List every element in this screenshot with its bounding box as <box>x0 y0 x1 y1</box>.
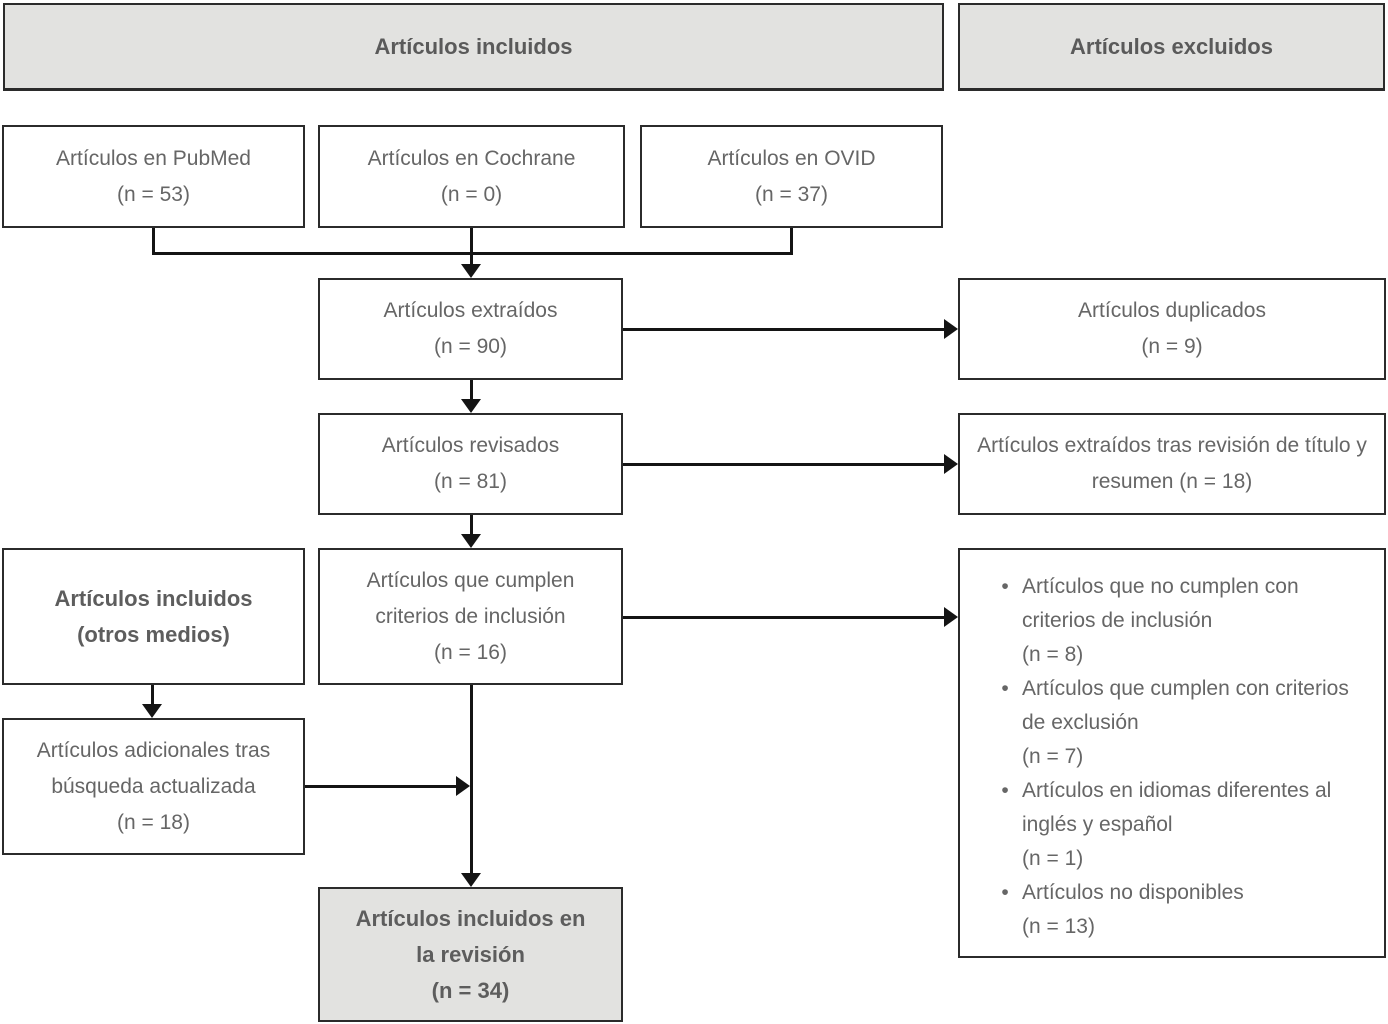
header-articles-excluded: Artículos excluidos <box>958 3 1385 90</box>
box-title-abstract-excluded: Artículos extraídos tras revisión de tít… <box>958 413 1386 515</box>
bullet-icon: • <box>1001 677 1009 700</box>
box-ovid: Artículos en OVID (n = 37) <box>640 125 943 228</box>
box-extracted: Artículos extraídos (n = 90) <box>318 278 623 380</box>
box-extracted-count: (n = 90) <box>434 335 507 358</box>
arrowhead-into-additional <box>142 704 162 718</box>
arrowhead-into-title-excluded <box>944 454 958 474</box>
connector-inclusion-reasons <box>623 616 946 619</box>
reason-text: Artículos no disponibles <box>1022 881 1244 904</box>
connector-ovid-down <box>790 228 793 255</box>
box-pubmed-title: Artículos en PubMed <box>56 146 251 170</box>
box-meet-inclusion-line2: criterios de inclusión <box>375 604 566 628</box>
bullet-icon: • <box>1001 575 1009 598</box>
reason-count: (n = 7) <box>1022 745 1084 768</box>
header-included-label: Artículos incluidos <box>374 33 573 59</box>
arrowhead-into-duplicates <box>944 319 958 339</box>
box-final-line2: la revisión <box>416 941 525 967</box>
connector-reviewed-inclusion <box>470 515 473 535</box>
bullet-icon: • <box>1001 881 1009 904</box>
box-additional-count: (n = 18) <box>117 810 190 834</box>
exclusion-reason-item: • Artículos que no cumplen con criterios… <box>988 570 1370 672</box>
box-duplicates-count: (n = 9) <box>1141 335 1203 358</box>
arrowhead-into-reasons <box>944 607 958 627</box>
box-ovid-title: Artículos en OVID <box>707 146 876 170</box>
arrowhead-into-reviewed <box>461 399 481 413</box>
box-other-sources-line1: Artículos incluidos <box>54 585 253 611</box>
box-pubmed: Artículos en PubMed (n = 53) <box>2 125 305 228</box>
box-meet-inclusion-line1: Artículos que cumplen <box>366 568 575 592</box>
box-exclusion-reasons: • Artículos que no cumplen con criterios… <box>958 548 1386 958</box>
box-additional-line1: Artículos adicionales tras <box>36 738 271 762</box>
connector-pubmed-down <box>152 228 155 255</box>
box-duplicates: Artículos duplicados (n = 9) <box>958 278 1386 380</box>
exclusion-reason-item: • Artículos que cumplen con criterios de… <box>988 672 1370 774</box>
reason-count: (n = 1) <box>1022 847 1084 870</box>
box-other-sources: Artículos incluidos (otros medios) <box>2 548 305 685</box>
arrowhead-into-inclusion <box>461 534 481 548</box>
box-title-abstract-excluded-text: Artículos extraídos tras revisión de tít… <box>977 434 1367 493</box>
box-reviewed-title: Artículos revisados <box>381 434 560 457</box>
arrowhead-into-final <box>461 873 481 887</box>
header-excluded-label: Artículos excluidos <box>1070 33 1273 59</box>
box-cochrane: Artículos en Cochrane (n = 0) <box>318 125 625 228</box>
reason-text: Artículos que no cumplen con criterios d… <box>1022 575 1299 632</box>
reason-text: Artículos que cumplen con criterios de e… <box>1022 677 1349 734</box>
box-reviewed: Artículos revisados (n = 81) <box>318 413 623 515</box>
box-pubmed-count: (n = 53) <box>117 182 190 206</box>
reason-count: (n = 8) <box>1022 643 1084 666</box>
box-ovid-count: (n = 37) <box>755 182 828 206</box>
reason-count: (n = 13) <box>1022 915 1095 938</box>
box-meet-inclusion: Artículos que cumplen criterios de inclu… <box>318 548 623 685</box>
box-additional: Artículos adicionales tras búsqueda actu… <box>2 718 305 855</box>
arrowhead-into-trunk <box>456 776 470 796</box>
box-reviewed-count: (n = 81) <box>434 470 507 493</box>
connector-extracted-reviewed <box>470 380 473 400</box>
connector-extracted-duplicates <box>623 328 946 331</box>
box-cochrane-count: (n = 0) <box>440 182 503 206</box>
exclusion-reason-item: • Artículos no disponibles (n = 13) <box>988 876 1244 944</box>
box-final-count: (n = 34) <box>431 977 510 1003</box>
connector-inclusion-final <box>470 685 473 874</box>
box-additional-line2: búsqueda actualizada <box>51 774 256 798</box>
connector-additional-trunk <box>305 785 458 788</box>
connector-reviewed-excluded <box>623 463 946 466</box>
header-articles-included: Artículos incluidos <box>3 3 944 90</box>
box-final-included: Artículos incluidos en la revisión (n = … <box>318 887 623 1022</box>
reason-text: Artículos en idiomas diferentes al inglé… <box>1022 779 1332 836</box>
box-extracted-title: Artículos extraídos <box>383 299 558 322</box>
bullet-icon: • <box>1001 779 1009 802</box>
box-cochrane-title: Artículos en Cochrane <box>367 146 576 170</box>
box-other-sources-line2: (otros medios) <box>77 621 230 647</box>
box-final-line1: Artículos incluidos en <box>355 905 586 931</box>
connector-othersources-additional <box>151 685 154 706</box>
exclusion-reason-item: • Artículos en idiomas diferentes al ing… <box>988 774 1370 876</box>
connector-cochrane-down <box>470 228 473 266</box>
box-meet-inclusion-count: (n = 16) <box>434 640 507 664</box>
arrowhead-into-extracted <box>461 264 481 278</box>
box-duplicates-title: Artículos duplicados <box>1078 299 1266 322</box>
